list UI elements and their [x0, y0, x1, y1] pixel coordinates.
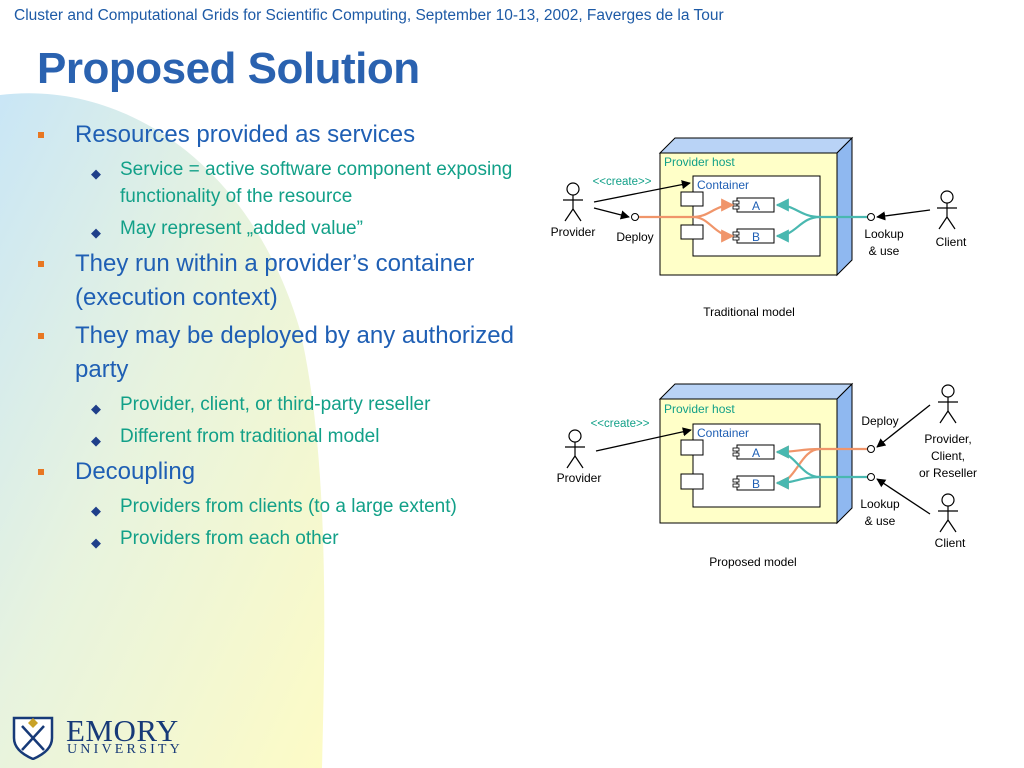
bullet-list: Resources provided as services ◆ Service … — [30, 118, 530, 557]
provider-actor-icon — [565, 429, 585, 469]
reseller-label-line2: Client, — [931, 449, 965, 463]
diamond-bullet-icon: ◆ — [91, 225, 101, 240]
deploy-interface-icon — [631, 213, 639, 221]
slide-header: Cluster and Computational Grids for Scie… — [14, 7, 724, 24]
square-bullet-icon — [38, 333, 44, 339]
sub-bullet-text: Providers from clients (to a large exten… — [120, 496, 457, 517]
service-a-component — [732, 444, 775, 460]
lookup-label: Lookup — [864, 227, 904, 241]
lookup-arrow — [876, 478, 931, 515]
lookup-arrow — [876, 209, 931, 221]
service-b-label: B — [752, 477, 760, 491]
sub-bullet-text: Different from traditional model — [120, 426, 380, 447]
port-box — [680, 473, 704, 490]
client-actor-icon — [938, 493, 958, 533]
traditional-model-caption: Traditional model — [703, 305, 795, 319]
use-label: & use — [869, 244, 900, 258]
bullet-item: They may be deployed by any authorized p… — [30, 319, 530, 387]
deploy-flow-b — [692, 215, 735, 243]
create-label: <<create>> — [591, 418, 650, 430]
proposed-model-diagram: Provider host Container A B Provider <<c… — [557, 382, 977, 569]
sub-bullet-item: ◆ Providers from each other — [30, 525, 530, 552]
sub-bullet-text: May represent „added value” — [120, 218, 363, 239]
client-label: Client — [935, 536, 966, 550]
lookup-interface-icon — [867, 213, 875, 221]
port-box — [680, 439, 704, 456]
sub-bullet-text: Providers from each other — [120, 528, 339, 549]
diamond-bullet-icon: ◆ — [91, 401, 101, 416]
lookup-flow-b — [775, 215, 821, 243]
emory-logo-name: EMORY — [66, 713, 179, 748]
sub-bullet-item: ◆ May represent „added value” — [30, 215, 530, 242]
provider-label: Provider — [551, 225, 596, 239]
deploy-arrow — [593, 207, 630, 220]
sub-bullet-item: ◆ Different from traditional model — [30, 423, 530, 450]
diamond-bullet-icon: ◆ — [91, 433, 101, 448]
sub-bullet-text: Service = active software component expo… — [120, 159, 513, 207]
deploy-label: Deploy — [616, 230, 653, 244]
create-arrow — [595, 427, 692, 452]
proposed-model-caption: Proposed model — [709, 555, 796, 569]
service-b-label: B — [752, 230, 760, 244]
slide-title: Proposed Solution — [37, 44, 420, 93]
sub-bullet-item: ◆ Service = active software component exp… — [30, 156, 530, 210]
client-actor-icon — [937, 190, 957, 230]
reseller-actor-icon — [938, 384, 958, 424]
provider-host-label: Provider host — [664, 155, 735, 169]
bullet-item: Resources provided as services — [30, 118, 530, 152]
provider-host-label: Provider host — [664, 402, 735, 416]
square-bullet-icon — [38, 469, 44, 475]
diamond-bullet-icon: ◆ — [91, 503, 101, 518]
sub-bullet-item: ◆ Providers from clients (to a large exte… — [30, 493, 530, 520]
use-label: & use — [865, 514, 896, 528]
lookup-label: Lookup — [860, 497, 900, 511]
service-a-label: A — [752, 446, 760, 460]
lookup-interface-icon — [867, 473, 875, 481]
service-a-component — [732, 197, 775, 213]
reseller-label-line3: or Reseller — [919, 466, 977, 480]
client-label: Client — [936, 235, 967, 249]
port-box — [680, 191, 704, 207]
bullet-text: Decoupling — [75, 458, 196, 485]
lookup-flow-b — [775, 475, 821, 490]
diamond-bullet-icon: ◆ — [91, 166, 101, 181]
port-box — [680, 224, 704, 240]
bullet-item: They run within a provider’s container (… — [30, 247, 530, 315]
deploy-interface-icon — [867, 445, 875, 453]
bullet-text: They may be deployed by any authorized p… — [75, 322, 514, 383]
container-label: Container — [697, 178, 749, 192]
emory-logo-subtitle: UNIVERSITY — [67, 742, 183, 757]
container-label: Container — [697, 426, 749, 440]
bullet-text: They run within a provider’s container (… — [75, 250, 475, 311]
deploy-label: Deploy — [861, 414, 898, 428]
diamond-bullet-icon: ◆ — [91, 535, 101, 550]
square-bullet-icon — [38, 132, 44, 138]
reseller-label-line1: Provider, — [924, 432, 971, 446]
service-b-component — [732, 475, 775, 491]
emory-shield-icon — [12, 716, 54, 760]
square-bullet-icon — [38, 261, 44, 267]
provider-label: Provider — [557, 471, 602, 485]
bullet-item: Decoupling — [30, 455, 530, 489]
create-label: <<create>> — [593, 176, 652, 188]
sub-bullet-item: ◆ Provider, client, or third-party resell… — [30, 391, 530, 418]
bullet-text: Resources provided as services — [75, 121, 416, 148]
traditional-model-diagram: Provider host Container A B Provider << — [551, 136, 967, 319]
service-a-label: A — [752, 199, 760, 213]
provider-actor-icon — [563, 182, 583, 222]
sub-bullet-text: Provider, client, or third-party reselle… — [120, 394, 431, 415]
deploy-arrow — [876, 404, 931, 448]
create-arrow — [593, 180, 691, 203]
